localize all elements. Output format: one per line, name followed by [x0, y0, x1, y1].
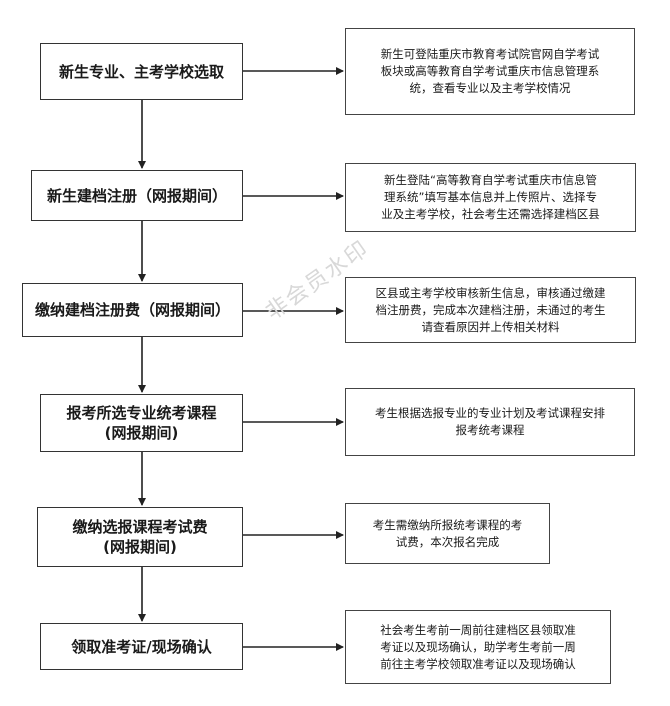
note-2-line-1: 新生登陆“高等教育自学考试重庆市信息管 — [384, 173, 597, 187]
note-6-line-1: 社会考生考前一周前往建档区县领取准 — [380, 622, 576, 637]
step-4-sublabel: (网报期间) — [104, 424, 179, 442]
note-6-box: 社会考生考前一周前往建档区县领取准 考证以及现场确认，助学考生考前一周 前往主考… — [345, 610, 611, 684]
note-2-line-2: 理系统”填写基本信息并上传照片、选择专 — [384, 190, 597, 204]
note-2-box: 新生登陆“高等教育自学考试重庆市信息管 理系统”填写基本信息并上传照片、选择专 … — [345, 163, 636, 232]
note-1-line-1: 新生可登陆重庆市教育考试院官网自学考试 — [380, 47, 600, 61]
note-6-line-3: 前往主考学校领取准考证以及现场确认 — [380, 656, 576, 671]
step-4-box: 报考所选专业统考课程 (网报期间) — [40, 394, 243, 452]
note-5-line-2: 试费，本次报名完成 — [395, 534, 500, 549]
step-6-box: 领取准考证/现场确认 — [40, 623, 243, 670]
step-5-box: 缴纳选报课程考试费 (网报期间) — [37, 507, 243, 567]
step-3-label: 缴纳建档注册费（网报期间） — [34, 301, 230, 319]
note-2-line-3: 业及主考学校，社会考生还需选择建档区县 — [381, 207, 600, 221]
note-4-line-2: 报考统考课程 — [455, 423, 525, 437]
note-5-line-1: 考生需缴纳所报统考课程的考 — [372, 517, 523, 532]
note-5-box: 考生需缴纳所报统考课程的考 试费，本次报名完成 — [345, 503, 550, 564]
step-5-label: 缴纳选报课程考试费 — [72, 518, 208, 536]
step-2-box: 新生建档注册（网报期间） — [31, 170, 243, 221]
note-3-line-2: 档注册费，完成本次建档注册，未通过的考生 — [375, 302, 606, 317]
step-3-box: 缴纳建档注册费（网报期间） — [22, 283, 243, 337]
note-1-box: 新生可登陆重庆市教育考试院官网自学考试 板块或高等教育自学考试重庆市信息管理系 … — [345, 28, 635, 115]
note-3-line-1: 区县或主考学校审核新生信息，审核通过缴建 — [375, 285, 606, 300]
step-2-label: 新生建档注册（网报期间） — [46, 186, 227, 205]
step-1-label: 新生专业、主考学校选取 — [58, 62, 224, 81]
note-4-line-1: 考生根据选报专业的专业计划及考试课程安排 — [375, 406, 605, 420]
note-3-line-3: 请查看原因并上传相关材料 — [421, 319, 560, 334]
step-6-label: 领取准考证/现场确认 — [71, 637, 212, 656]
step-5-sublabel: (网报期间) — [103, 538, 177, 556]
step-1-box: 新生专业、主考学校选取 — [40, 43, 243, 100]
step-4-label: 报考所选专业统考课程 — [66, 404, 217, 422]
note-4-box: 考生根据选报专业的专业计划及考试课程安排 报考统考课程 — [345, 388, 635, 456]
note-1-line-2: 板块或高等教育自学考试重庆市信息管理系 — [380, 64, 600, 78]
note-6-line-2: 考证以及现场确认，助学考生考前一周 — [380, 639, 576, 654]
note-1-line-3: 统，查看专业以及主考学校情况 — [409, 81, 571, 95]
note-3-box: 区县或主考学校审核新生信息，审核通过缴建 档注册费，完成本次建档注册，未通过的考… — [345, 277, 636, 343]
